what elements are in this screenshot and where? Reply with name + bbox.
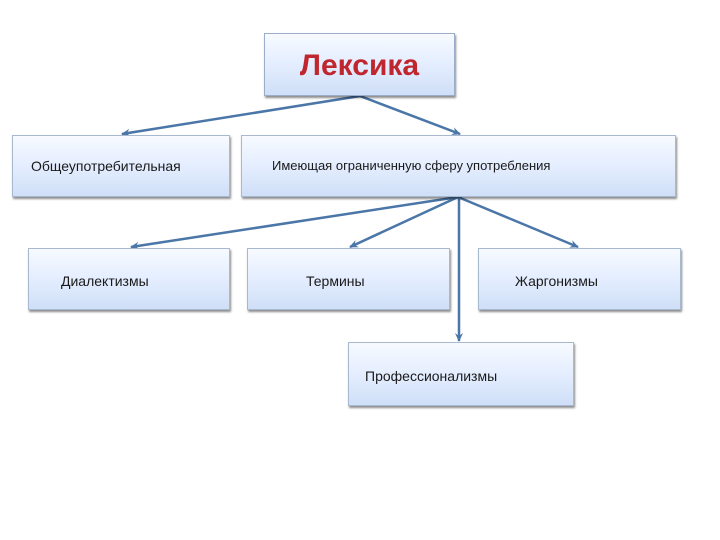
node-jargonisms-label: Жаргонизмы xyxy=(515,273,598,289)
node-jargonisms: Жаргонизмы xyxy=(478,248,681,310)
node-dialectisms: Диалектизмы xyxy=(28,248,230,310)
arrow-limited-to-dialect xyxy=(130,195,459,250)
root-node-label: Лексика xyxy=(299,49,420,82)
node-limited-usage-label: Имеющая ограниченную сферу употребления xyxy=(272,158,551,173)
arrow-root-to-general xyxy=(121,94,361,137)
root-node: Лексика xyxy=(264,33,455,96)
node-limited-usage: Имеющая ограниченную сферу употребления xyxy=(241,135,676,197)
arrow-limited-to-terms xyxy=(349,195,459,249)
node-dialectisms-label: Диалектизмы xyxy=(61,273,149,289)
node-terms-label: Термины xyxy=(306,273,365,289)
arrow-root-to-limited xyxy=(359,94,461,136)
node-professionalisms: Профессионализмы xyxy=(348,342,574,406)
node-professionalisms-label: Профессионализмы xyxy=(365,368,498,384)
node-terms: Термины xyxy=(247,248,450,310)
node-general-usage: Общеупотребительная xyxy=(12,135,230,197)
node-general-usage-label: Общеупотребительная xyxy=(31,158,181,174)
arrow-limited-to-jargon xyxy=(457,195,579,249)
